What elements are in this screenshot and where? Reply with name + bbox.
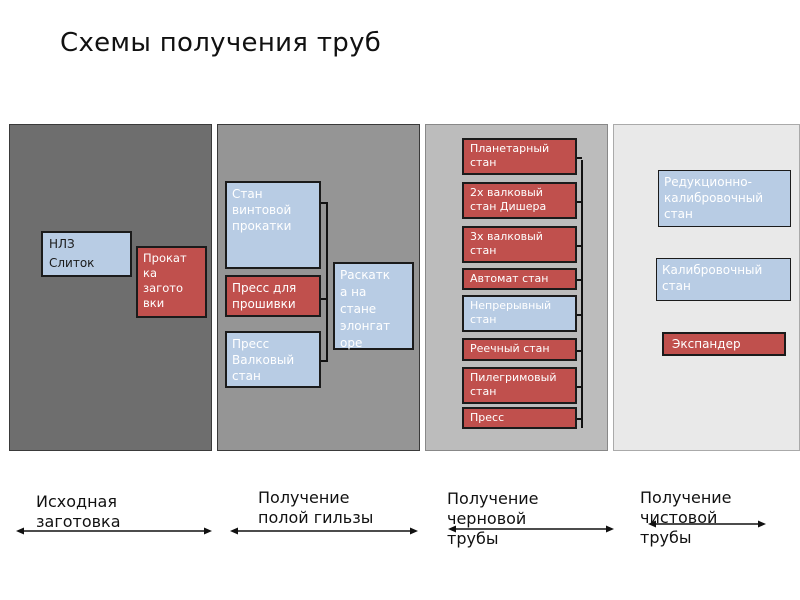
push-bench-mill-label: Реечный стан xyxy=(470,342,550,355)
reduction-sizing-mill-label: Редукционно-калибровочный стан xyxy=(664,175,764,221)
expander-box: Экспандер xyxy=(662,332,786,356)
pilger-mill-box: Пилегримовый стан xyxy=(462,367,577,404)
planetary-mill-label: Планетарный стан xyxy=(470,142,550,169)
connector xyxy=(326,202,328,362)
automatic-mill-label: Автомат стан xyxy=(470,272,549,285)
connector xyxy=(577,386,582,388)
sizing-mill-box: Калибровочный стан xyxy=(656,258,791,301)
expander-label: Экспандер xyxy=(672,337,741,351)
press-box: Пресс xyxy=(462,407,577,429)
connector xyxy=(577,157,582,159)
connector xyxy=(577,245,582,247)
nlz-label: НЛЗ xyxy=(49,237,75,251)
disher-mill-box: 2х валковый стан Дишера xyxy=(462,182,577,219)
piercing-press-label: Пресс для прошивки xyxy=(232,281,297,311)
three-roll-mill-label: 3х валковый стан xyxy=(470,230,543,257)
sizing-mill-label: Калибровочный стан xyxy=(662,263,763,293)
range-arrow xyxy=(448,524,614,534)
planetary-mill-box: Планетарный стан xyxy=(462,138,577,175)
connector xyxy=(577,350,582,352)
reduction-sizing-mill-box: Редукционно-калибровочный стан xyxy=(658,170,791,227)
stage-hollow-shell: Получение полой гильзы xyxy=(258,488,374,527)
range-arrow xyxy=(648,519,766,529)
connector xyxy=(321,298,327,300)
continuous-mill-label: Непрерывный стан xyxy=(470,299,552,326)
continuous-mill-box: Непрерывный стан xyxy=(462,295,577,332)
page-title: Схемы получения труб xyxy=(60,28,382,58)
piercing-press-box: Пресс для прошивки xyxy=(225,275,321,317)
ingot-label: Слиток xyxy=(49,256,95,270)
range-arrow xyxy=(230,526,418,536)
automatic-mill-box: Автомат стан xyxy=(462,268,577,290)
press-roll-mill-box: Пресс Валковый стан xyxy=(225,331,321,388)
stage-initial-billet: Исходная заготовка xyxy=(36,492,121,531)
stage-rough-tube: Получение черновой трубы xyxy=(447,489,539,548)
connector xyxy=(321,360,327,362)
range-arrow xyxy=(16,526,212,536)
connector xyxy=(321,202,327,204)
connector xyxy=(577,279,582,281)
press-roll-mill-label: Пресс Валковый стан xyxy=(232,337,295,383)
connector xyxy=(577,418,582,420)
screw-rolling-mill-box: Стан винтовой прокатки xyxy=(225,181,321,269)
screw-rolling-mill-label: Стан винтовой прокатки xyxy=(232,187,292,233)
disher-mill-label: 2х валковый стан Дишера xyxy=(470,186,547,213)
nlz-ingot-box: НЛЗ Слиток xyxy=(41,231,132,277)
push-bench-mill-box: Реечный стан xyxy=(462,338,577,361)
pilger-mill-label: Пилегримовый стан xyxy=(470,371,557,398)
stage-finish-tube: Получение чистовой трубы xyxy=(640,488,732,547)
connector xyxy=(577,201,582,203)
connector xyxy=(577,314,582,316)
connector xyxy=(581,160,583,428)
three-roll-mill-box: 3х валковый стан xyxy=(462,226,577,263)
press-label: Пресс xyxy=(470,411,505,424)
